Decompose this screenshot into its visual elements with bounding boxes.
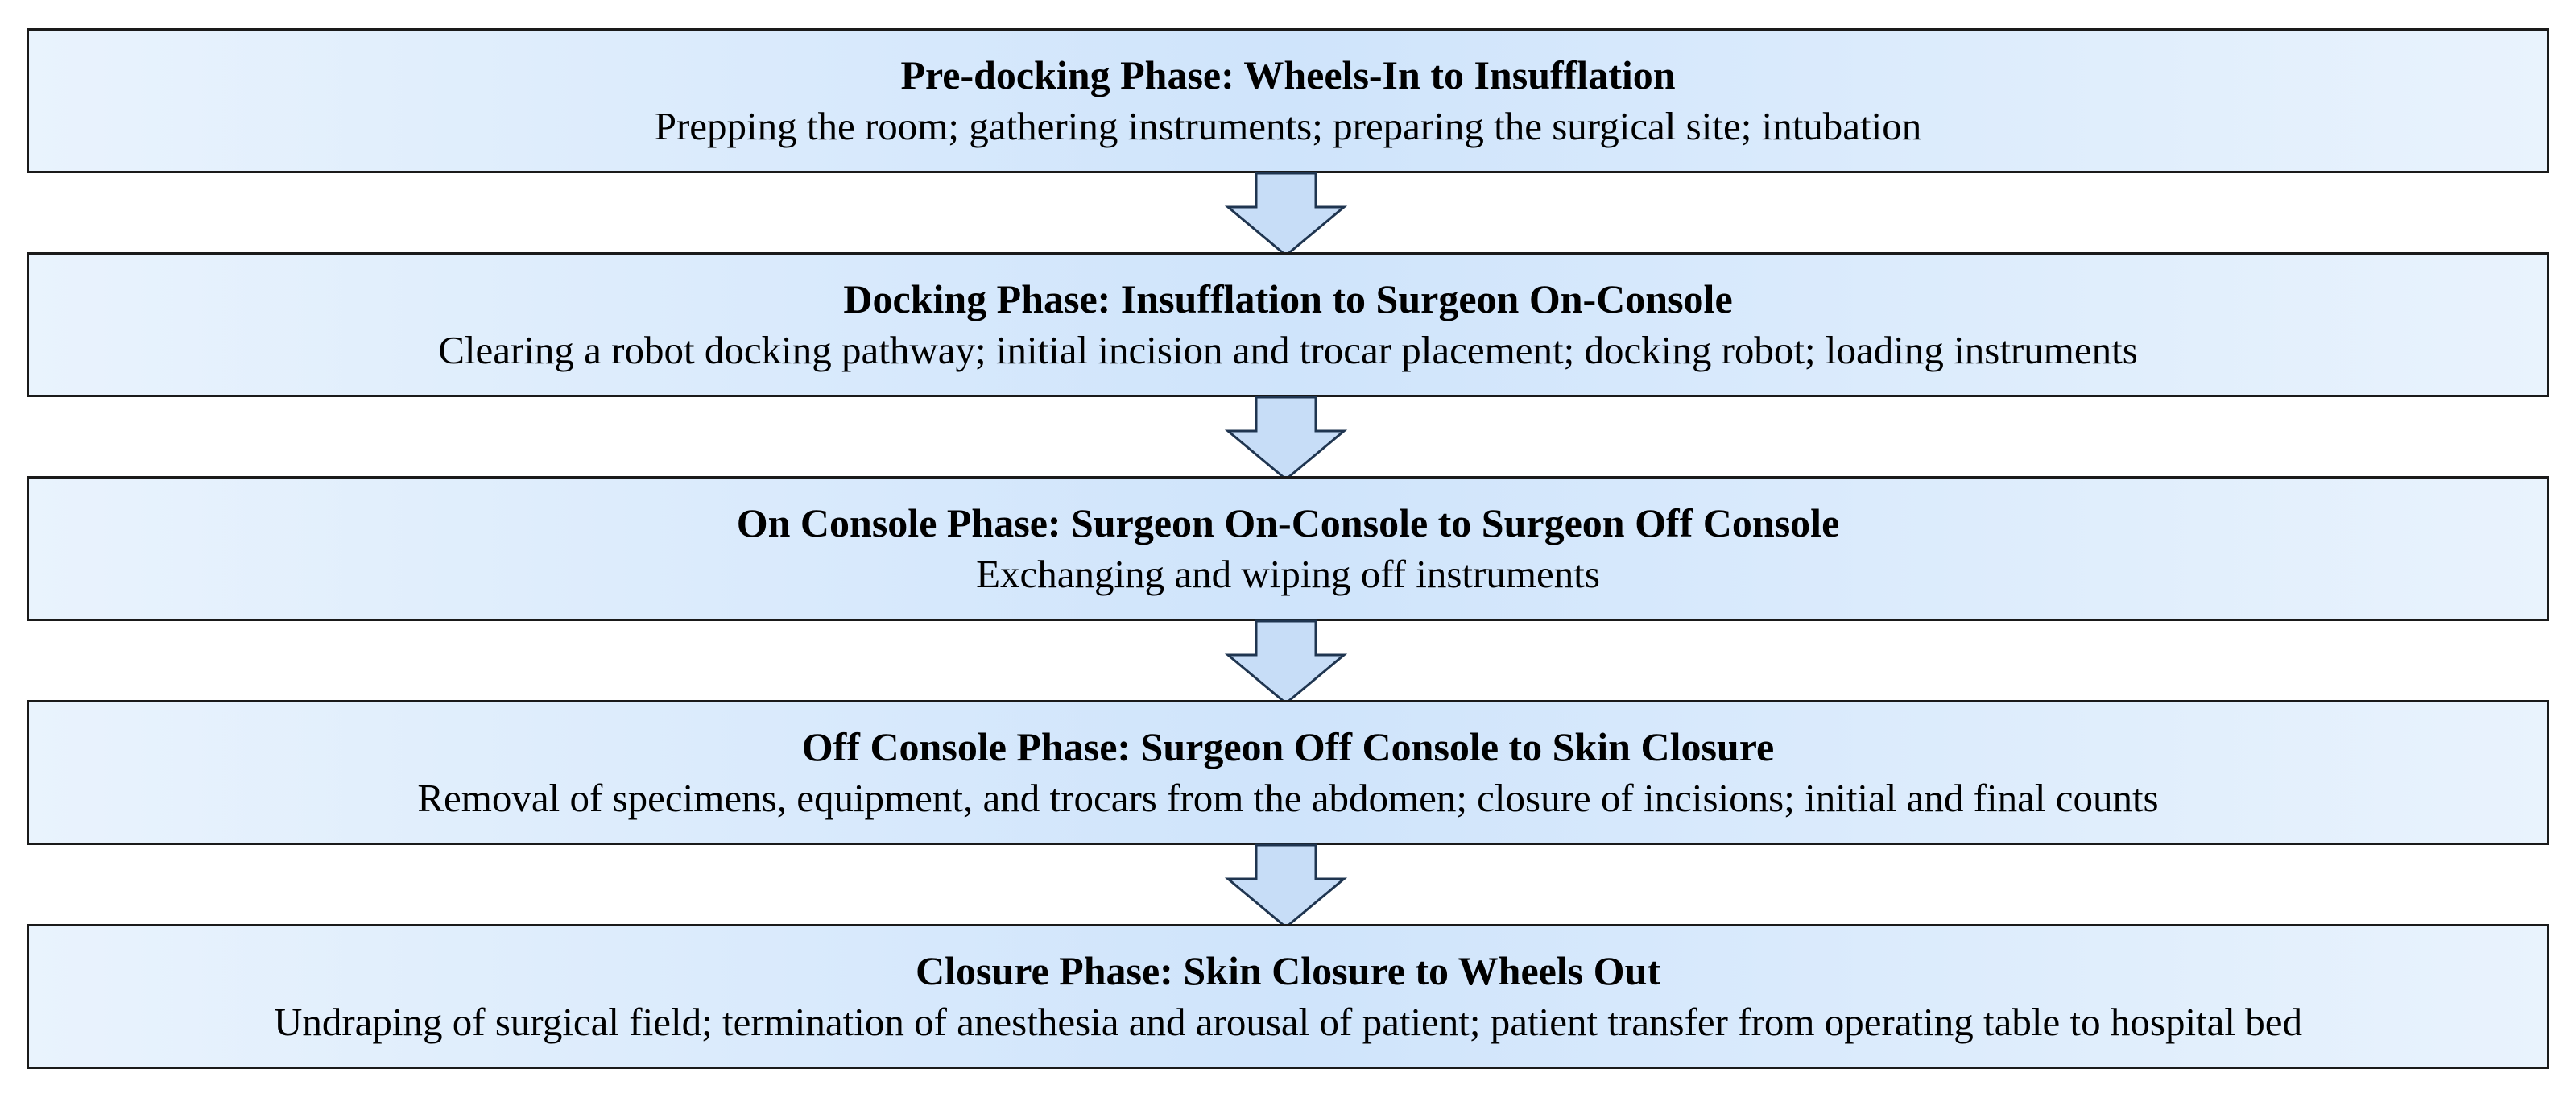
phase-title: Pre-docking Phase: Wheels-In to Insuffla…	[900, 52, 1676, 97]
phase-title: Closure Phase: Skin Closure to Wheels Ou…	[915, 948, 1661, 993]
phase-box-docking: Docking Phase: Insufflation to Surgeon O…	[27, 252, 2549, 397]
phase-box-off-console: Off Console Phase: Surgeon Off Console t…	[27, 700, 2549, 845]
phase-box-pre-docking: Pre-docking Phase: Wheels-In to Insuffla…	[27, 28, 2549, 173]
phase-description: Undraping of surgical field; termination…	[273, 1000, 2303, 1044]
phase-description: Clearing a robot docking pathway; initia…	[438, 328, 2138, 372]
phase-box-on-console: On Console Phase: Surgeon On-Console to …	[27, 476, 2549, 621]
phase-description: Prepping the room; gathering instruments…	[654, 104, 1922, 148]
phase-box-closure: Closure Phase: Skin Closure to Wheels Ou…	[27, 924, 2549, 1069]
down-arrow-icon	[1224, 619, 1348, 705]
phase-title: On Console Phase: Surgeon On-Console to …	[736, 500, 1840, 545]
down-arrow-icon	[1224, 172, 1348, 257]
phase-description: Removal of specimens, equipment, and tro…	[417, 776, 2159, 820]
phase-title: Docking Phase: Insufflation to Surgeon O…	[843, 276, 1733, 321]
down-arrow-icon	[1224, 843, 1348, 929]
down-arrow-icon	[1224, 396, 1348, 481]
phase-title: Off Console Phase: Surgeon Off Console t…	[801, 724, 1775, 769]
phase-description: Exchanging and wiping off instruments	[976, 552, 1600, 596]
